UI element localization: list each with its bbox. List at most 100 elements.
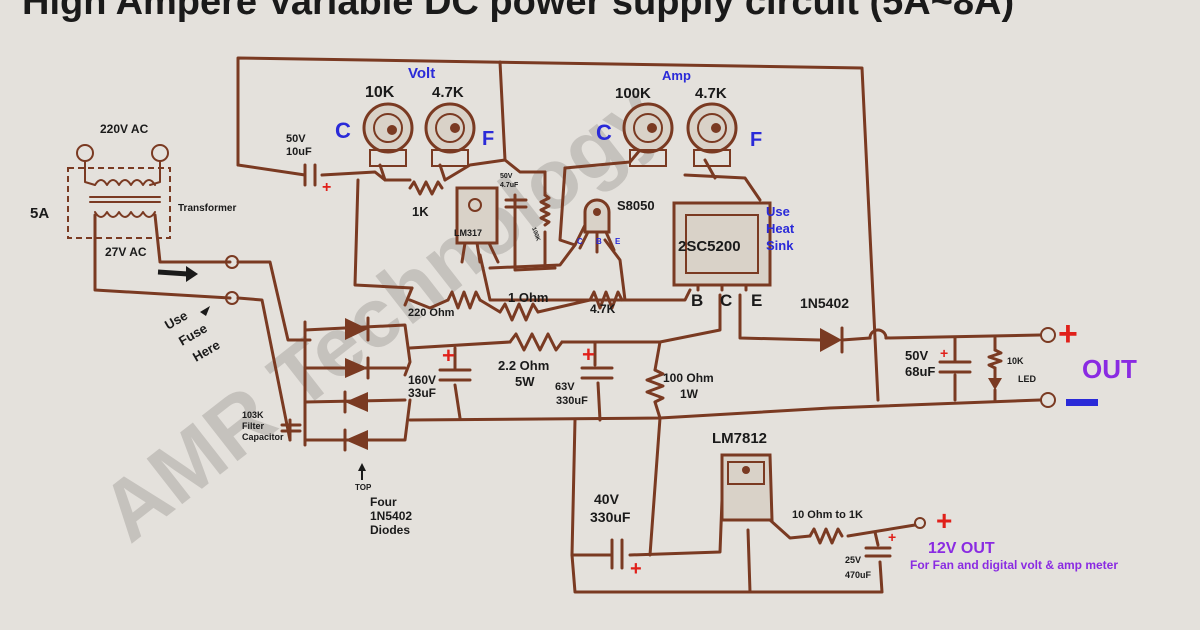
label-27v-ac: 27V AC bbox=[105, 245, 147, 259]
label-small-50v: 50V bbox=[500, 173, 513, 180]
label-cbe-c: C bbox=[577, 237, 583, 246]
label-220v-ac: 220V AC bbox=[100, 122, 149, 136]
cap-160v bbox=[438, 368, 472, 382]
lm317-regulator bbox=[455, 186, 500, 264]
label-pin-e: E bbox=[751, 291, 762, 310]
wires-main bbox=[408, 290, 1042, 422]
diagram-title: High Ampere Variable DC power supply cir… bbox=[22, 0, 1014, 23]
terminal-12v bbox=[914, 517, 926, 529]
label-pin-b: B bbox=[691, 291, 703, 310]
label-40v-330uf: 330uF bbox=[590, 509, 631, 525]
label-100-ohm: 100 Ohm bbox=[663, 371, 714, 385]
out12-plus: + bbox=[936, 505, 952, 536]
label-pin-c: C bbox=[720, 291, 732, 310]
label-50v: 50V bbox=[286, 133, 306, 145]
plus-10uf: + bbox=[322, 179, 331, 196]
label-2sc5200: 2SC5200 bbox=[678, 238, 741, 255]
label-63v: 63V bbox=[555, 381, 575, 393]
label-use-heat: Use bbox=[766, 204, 790, 219]
label-1k: 1K bbox=[412, 204, 429, 219]
label-lm317: LM317 bbox=[454, 228, 482, 238]
label-4u7: 4.7uF bbox=[500, 182, 519, 189]
label-coarse-v: C bbox=[335, 118, 351, 143]
pot-10k bbox=[362, 102, 414, 167]
label-220-ohm: 220 Ohm bbox=[408, 307, 455, 319]
plus-40v: + bbox=[630, 558, 642, 580]
cap-63v bbox=[580, 366, 614, 380]
resistor-100k bbox=[539, 193, 551, 227]
label-capacitor: Capacitor bbox=[242, 432, 284, 442]
label-s8050: S8050 bbox=[617, 198, 655, 213]
label-sink: Sink bbox=[766, 238, 794, 253]
plus-68uf: + bbox=[940, 345, 948, 361]
label-amp: Amp bbox=[662, 68, 691, 83]
label-5w: 5W bbox=[515, 374, 535, 389]
arrow-up-icon bbox=[358, 463, 366, 480]
transistor-2sc5200 bbox=[672, 201, 772, 292]
label-160v: 160V bbox=[408, 373, 436, 387]
label-1w: 1W bbox=[680, 387, 699, 401]
label-diodes: Diodes bbox=[370, 523, 410, 537]
label-lm7812: LM7812 bbox=[712, 430, 767, 447]
label-coarse-a: C bbox=[596, 120, 612, 145]
label-33uf: 33uF bbox=[408, 386, 436, 400]
label-330uf: 330uF bbox=[556, 395, 588, 407]
label-470uf: 470uF bbox=[845, 570, 872, 580]
label-10uf: 10uF bbox=[286, 146, 312, 158]
label-cbe-e: E bbox=[615, 237, 621, 246]
label-40v: 40V bbox=[594, 491, 620, 507]
label-transformer: Transformer bbox=[178, 203, 236, 214]
out-minus-bar bbox=[1066, 399, 1098, 406]
label-led: LED bbox=[1018, 374, 1037, 384]
fuse-terminals bbox=[200, 255, 312, 442]
resistor-1k bbox=[408, 180, 444, 196]
output-terminals bbox=[1040, 327, 1056, 408]
label-12v-out: 12V OUT bbox=[928, 540, 995, 557]
label-1-ohm: 1 Ohm bbox=[508, 290, 548, 305]
label-fine-v: F bbox=[482, 128, 494, 150]
arrow-right-icon bbox=[157, 266, 198, 282]
label-four: Four bbox=[370, 495, 397, 509]
cap-25v bbox=[864, 546, 892, 558]
bridge-rectifier bbox=[280, 316, 412, 452]
out-plus: + bbox=[1058, 315, 1078, 353]
label-pot-4k7-a: 4.7K bbox=[695, 85, 727, 102]
label-4k7: 4.7K bbox=[590, 302, 616, 316]
label-pot-4k7-v: 4.7K bbox=[432, 84, 464, 101]
plus-160v: + bbox=[442, 343, 455, 368]
label-1n5402-diodes: 1N5402 bbox=[370, 509, 412, 523]
label-pot-10k: 10K bbox=[365, 84, 395, 101]
label-1n5402: 1N5402 bbox=[800, 295, 849, 311]
cap-40v bbox=[610, 538, 624, 570]
cap-68uf bbox=[938, 360, 972, 374]
label-volt: Volt bbox=[408, 65, 435, 82]
lm7812-regulator bbox=[720, 453, 774, 522]
label-top: TOP bbox=[355, 483, 372, 492]
pot-4k7-v bbox=[424, 102, 476, 167]
cap-4u7 bbox=[504, 198, 528, 209]
label-pot-100k: 100K bbox=[615, 85, 651, 102]
label-5a: 5A bbox=[30, 205, 49, 222]
label-12v-desc: For Fan and digital volt & amp meter bbox=[910, 558, 1118, 572]
label-10k-led: 10K bbox=[1007, 356, 1024, 366]
cap-10uf bbox=[303, 163, 317, 187]
label-heat: Heat bbox=[766, 221, 795, 236]
s8050-transistor bbox=[578, 198, 616, 254]
plus-63v: + bbox=[582, 342, 595, 367]
label-cbe-b: B bbox=[596, 237, 602, 246]
transformer bbox=[67, 144, 232, 300]
plus-25v: + bbox=[888, 529, 896, 545]
label-out: OUT bbox=[1082, 354, 1137, 384]
label-100k: 100K bbox=[530, 227, 541, 243]
out-minus: − bbox=[1120, 419, 1122, 421]
label-25v: 25V bbox=[845, 555, 861, 565]
label-68uf: 68uF bbox=[905, 364, 935, 379]
label-50v-out: 50V bbox=[905, 348, 928, 363]
pot-100k bbox=[622, 102, 674, 167]
wires-top bbox=[236, 56, 880, 402]
pot-4k7-a bbox=[686, 102, 738, 167]
label-filter: Filter bbox=[242, 421, 265, 431]
label-fine-a: F bbox=[750, 129, 762, 151]
